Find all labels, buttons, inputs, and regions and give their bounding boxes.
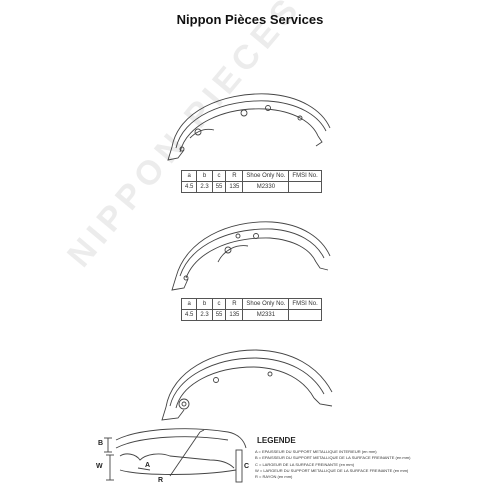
spec-table-header-row: a b c R Shoe Only No. FMSI No. [180,298,322,310]
spec-table-2: a b c R Shoe Only No. FMSI No. 4.5 2.3 5… [180,298,322,321]
legend-item-a: A = EPAISSEUR DU SUPPORT METALLIQUE INTE… [255,449,377,454]
cross-section-diagram [104,428,247,483]
col-a: a [180,298,198,310]
col-r: R [225,298,244,310]
value-c: 55 [211,181,227,193]
brake-shoe-2 [171,221,331,291]
legend-list: A = EPAISSEUR DU SUPPORT METALLIQUE INTE… [255,449,410,480]
dimension-label-r: R [158,477,164,484]
value-r: 135 [225,309,244,321]
col-fmsi-no: FMSI No. [288,170,322,182]
dimension-label-w: W [96,463,103,470]
dimension-label-b: B [98,440,104,447]
value-c: 55 [211,309,227,321]
legend-item-c: C = LARGEUR DE LA SURFACE FREINANTE (en … [255,461,355,467]
legend-item-w: W = LARGEUR DU SUPPORT METALLIQUE DE LA … [255,467,409,473]
value-fmsi-no [288,181,322,193]
value-shoe-only-no: M2331 [242,309,290,321]
value-b: 2.3 [196,181,213,193]
spec-table-1: a b c R Shoe Only No. FMSI No. 4.5 2.3 5… [180,170,322,193]
col-shoe-only-no: Shoe Only No. [242,170,290,182]
spec-table-value-row: 4.5 2.3 55 135 M2330 [180,181,322,193]
spec-table-value-row: 4.5 2.3 55 135 M2331 [180,309,322,321]
value-a: 4.5 [180,181,198,193]
col-c: c [211,170,227,182]
dimension-label-a: A [145,462,151,469]
legend-item-b: B = EPAISSEUR DU SUPPORT METALLIQUE DE L… [255,455,411,461]
col-b: b [196,170,213,182]
legend-item-r: R = RAYON (en mm) [255,474,293,480]
value-shoe-only-no: M2330 [242,181,290,193]
col-b: b [196,298,213,310]
col-shoe-only-no: Shoe Only No. [242,298,290,310]
brake-shoe-1 [167,93,331,161]
col-fmsi-no: FMSI No. [288,298,322,310]
spec-table-header-row: a b c R Shoe Only No. FMSI No. [180,170,322,182]
dimension-label-c: C [244,463,250,470]
brake-shoe-3 [161,349,333,421]
value-r: 135 [225,181,244,193]
col-a: a [180,170,198,182]
col-r: R [225,170,244,182]
value-b: 2.3 [196,309,213,321]
col-c: c [211,298,227,310]
page-title: Nippon Pièces Services [176,12,324,27]
legend-title: LEGENDE [257,436,296,445]
value-fmsi-no [288,309,322,321]
value-a: 4.5 [180,309,198,321]
